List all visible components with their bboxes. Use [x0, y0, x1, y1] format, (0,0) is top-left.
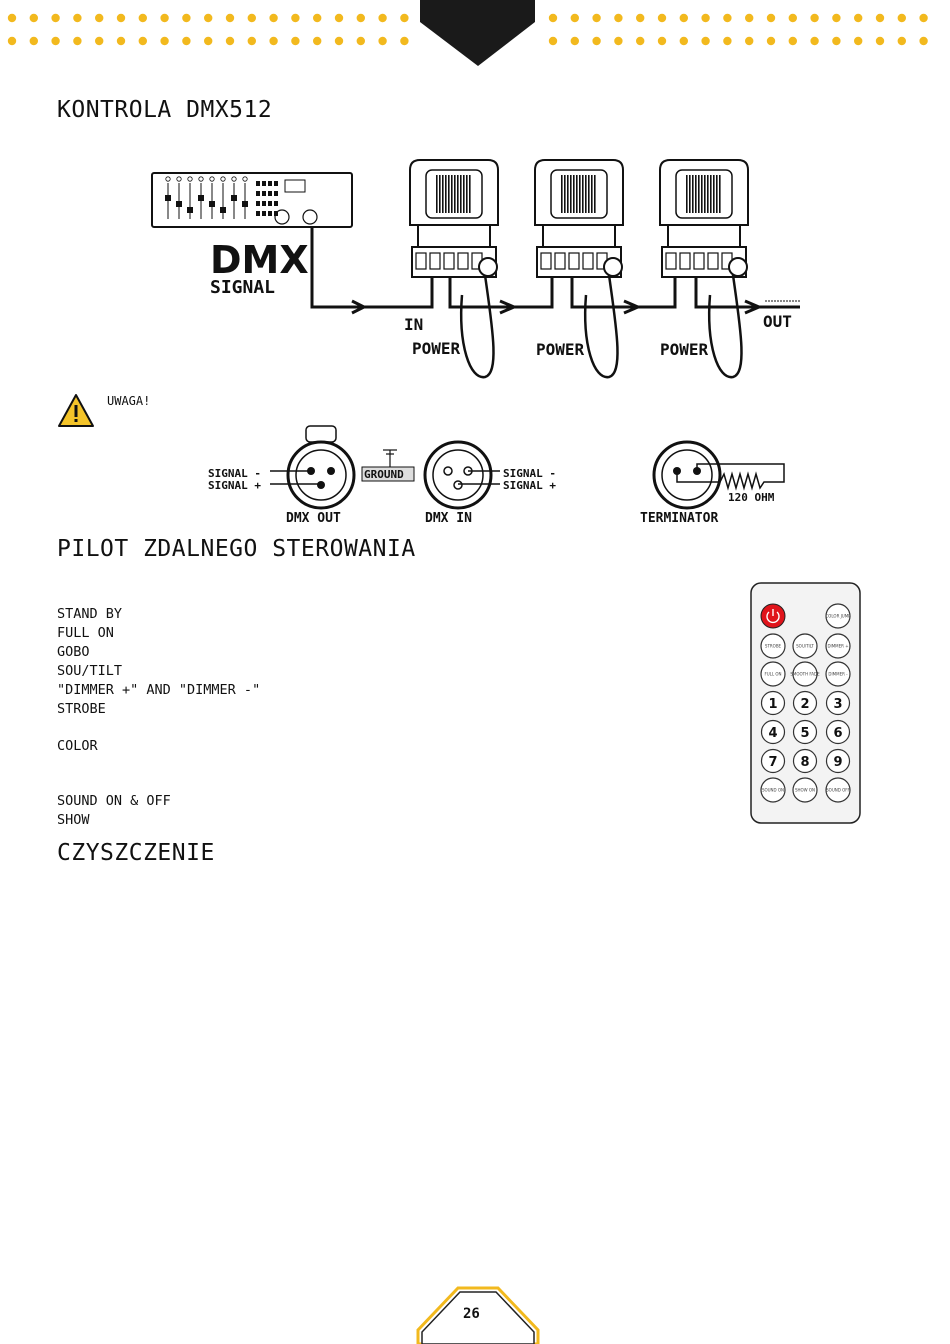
remote-button: COLOR JUMP [825, 603, 851, 629]
remote-function-standby: STAND BY [57, 606, 123, 622]
svg-text:FULL ON: FULL ON [764, 672, 781, 677]
dmx-out-connector [286, 425, 356, 510]
power-cable [708, 274, 743, 379]
moving-head-illustration [409, 159, 499, 278]
warning-icon [58, 394, 94, 427]
remote-button: SMOOTH FADE [790, 661, 820, 687]
remote-function-gobo: GOBO [57, 644, 90, 660]
svg-text:7: 7 [768, 755, 777, 770]
signal-plus-right: SIGNAL + [503, 479, 556, 492]
signal-plus-left: SIGNAL + [208, 479, 261, 492]
remote-function-dimmer: "DIMMER +" AND "DIMMER -" [57, 682, 261, 698]
remote-button: SOU/TILT [792, 633, 818, 659]
page-number-badge [416, 1286, 540, 1344]
dmx-controller-illustration [151, 172, 353, 228]
moving-head-illustration [659, 159, 749, 278]
remote-button: 6 [825, 719, 851, 745]
svg-text:DIMMER +: DIMMER + [827, 644, 848, 649]
remote-function-show: SHOW [57, 812, 90, 828]
section-title-cleaning: CZYSZCZENIE [57, 840, 215, 866]
svg-text:9: 9 [833, 755, 842, 770]
xlr-connectors-diagram: SIGNAL - SIGNAL + GROUND SIGNAL - SIGNAL… [208, 425, 785, 526]
dmx-in-connector [423, 440, 493, 510]
header-dots-left [7, 13, 409, 46]
remote-button: 7 [760, 748, 786, 774]
svg-text:4: 4 [768, 726, 777, 741]
remote-button: 2 [792, 690, 818, 716]
remote-function-strobe: STROBE [57, 701, 106, 717]
warning-text: UWAGA! [107, 394, 151, 408]
remote-button: 3 [825, 690, 851, 716]
dmx-big-label: DMX [210, 238, 309, 282]
power-label-2: POWER [536, 340, 585, 359]
svg-text:SMOOTH FADE: SMOOTH FADE [790, 672, 820, 677]
terminator-label: TERMINATOR [640, 511, 718, 526]
remote-function-full-on: FULL ON [57, 625, 114, 641]
svg-text:COLOR JUMP: COLOR JUMP [825, 614, 851, 619]
svg-text:DIMMER -: DIMMER - [828, 672, 848, 677]
terminator-connector [652, 440, 785, 510]
svg-text:6: 6 [833, 726, 842, 741]
remote-function-sound: SOUND ON & OFF [57, 793, 171, 809]
svg-text:1: 1 [768, 697, 777, 712]
svg-text:SOUND ON: SOUND ON [762, 788, 784, 793]
header-tab-shape [420, 0, 535, 66]
section-title-remote: PILOT ZDALNEGO STEROWANIA [57, 536, 416, 562]
remote-function-pan-tilt: SOU/TILT [57, 663, 123, 679]
arrow-icon [499, 299, 518, 315]
dmx-out-label: DMX OUT [286, 511, 341, 526]
header-dots-right [548, 13, 928, 46]
dmx-chain-diagram: DMX SIGNAL IN OUT POWER POWER POWER [151, 159, 800, 379]
remote-button: FULL ON [760, 661, 786, 687]
page-number: 26 [463, 1306, 480, 1322]
svg-text:2: 2 [800, 697, 809, 712]
signal-minus-right: SIGNAL - [503, 467, 556, 480]
remote-button: SHOW ON [792, 777, 818, 803]
signal-label: SIGNAL [210, 277, 275, 298]
power-label-1: POWER [412, 339, 461, 358]
svg-text:SHOW ON: SHOW ON [795, 788, 815, 793]
remote-button: DIMMER + [825, 633, 851, 659]
remote-button: SOUND ON [760, 777, 786, 803]
power-icon [766, 611, 780, 624]
remote-button: STROBE [760, 633, 786, 659]
svg-text:3: 3 [833, 697, 842, 712]
remote-button: 9 [825, 748, 851, 774]
arrow-icon [744, 299, 763, 315]
svg-text:SOUND OFF: SOUND OFF [826, 788, 850, 793]
out-label: OUT [763, 312, 792, 331]
remote-function-color: COLOR [57, 738, 98, 754]
remote-button: 1 [760, 690, 786, 716]
remote-button: 4 [760, 719, 786, 745]
dmx-cable-main [310, 227, 434, 309]
signal-minus-left: SIGNAL - [208, 467, 261, 480]
remote-button: 8 [792, 748, 818, 774]
remote-button: DIMMER - [825, 661, 851, 687]
header-decoration [7, 0, 928, 66]
section-title-dmx: KONTROLA DMX512 [57, 97, 273, 123]
remote-button: SOUND OFF [825, 777, 851, 803]
arrow-icon [345, 299, 368, 315]
power-cable [584, 274, 619, 379]
dmx-in-label: DMX IN [425, 511, 472, 526]
svg-text:STROBE: STROBE [765, 644, 782, 649]
svg-text:8: 8 [800, 755, 809, 770]
ohm-label: 120 OHM [728, 491, 775, 504]
power-label-3: POWER [660, 340, 709, 359]
svg-text:5: 5 [800, 726, 809, 741]
arrow-icon [623, 299, 642, 315]
ground-label: GROUND [364, 468, 404, 481]
remote-control-illustration: COLOR JUMP STROBE SOU/TILT DIMMER + FULL ON S… [750, 582, 861, 824]
remote-button: 5 [792, 719, 818, 745]
moving-head-illustration [534, 159, 624, 278]
power-cable [460, 274, 495, 379]
in-label: IN [404, 315, 423, 334]
svg-text:SOU/TILT: SOU/TILT [796, 644, 814, 649]
